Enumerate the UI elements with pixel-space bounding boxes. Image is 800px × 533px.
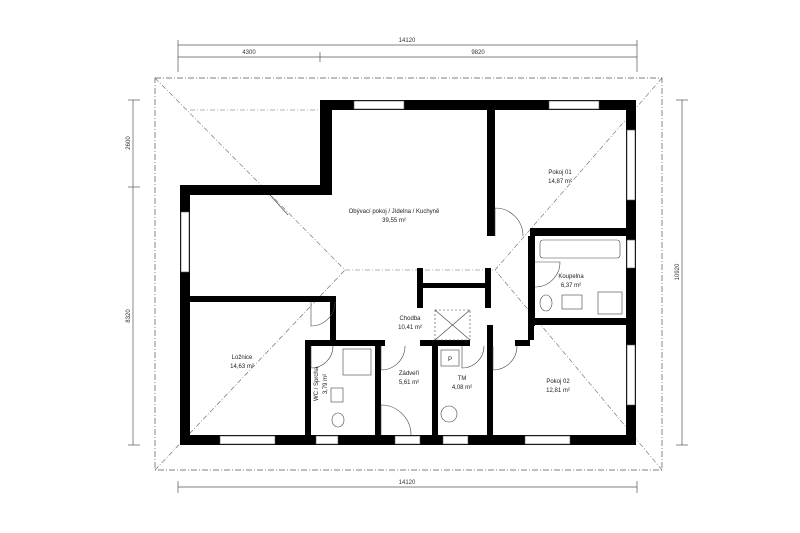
bathtub-icon xyxy=(539,239,621,259)
boiler-label: P xyxy=(448,357,452,363)
dim-top-total: 14120 xyxy=(399,38,416,44)
shower-icon xyxy=(597,291,623,315)
dim-left-bottom: 8320 xyxy=(126,309,132,323)
kitchen-partition xyxy=(417,268,491,308)
room-name-zadveri: Zádveří xyxy=(399,371,420,377)
attic-hatch-icon xyxy=(434,309,471,341)
dim-left-top: 2600 xyxy=(126,136,132,150)
room-area-koupelna: 6,37 m² xyxy=(561,283,581,289)
room-name-pokoj02: Pokoj 02 xyxy=(546,379,570,385)
room-area-wc: 3,79 m² xyxy=(323,374,329,394)
dim-top-right: 9820 xyxy=(471,50,485,56)
tm-toilet-icon xyxy=(440,405,458,423)
shower-tray-icon xyxy=(342,348,372,376)
dim-top-left: 4300 xyxy=(242,50,256,56)
roof-outline xyxy=(154,77,663,471)
room-name-pokoj01: Pokoj 01 xyxy=(548,170,572,176)
sink-icon xyxy=(561,294,583,310)
room-area-pokoj02: 12,81 m² xyxy=(546,388,570,394)
dimension-lines xyxy=(128,40,688,493)
room-name-loznice: Ložnice xyxy=(232,355,253,361)
room-name-wc: WC / Sprcha xyxy=(314,366,320,401)
room-name-chodba: Chodba xyxy=(399,316,421,322)
dim-right-total: 10920 xyxy=(675,263,681,280)
room-area-chodba: 10,41 m² xyxy=(398,325,422,331)
dim-bottom-total: 14120 xyxy=(399,480,416,486)
room-name-tm: TM xyxy=(458,376,467,382)
doors xyxy=(269,194,561,436)
windows xyxy=(180,100,636,445)
room-labels: Obývací pokoj / Jídelna / Kuchyně 39,55 … xyxy=(230,170,584,401)
toilet-icon xyxy=(539,294,553,312)
room-name-koupelna: Koupelna xyxy=(558,274,584,280)
room-area-zadveri: 5,61 m² xyxy=(399,380,419,386)
room-area-tm: 4,08 m² xyxy=(452,385,472,391)
room-area-living: 39,55 m² xyxy=(382,218,406,224)
fixtures xyxy=(330,239,623,428)
wc-sink-icon xyxy=(330,387,344,403)
boiler-icon xyxy=(440,349,460,367)
room-area-loznice: 14,63 m² xyxy=(230,364,254,370)
room-name-living: Obývací pokoj / Jídelna / Kuchyně xyxy=(349,209,440,215)
room-area-pokoj01: 14,87 m² xyxy=(548,179,572,185)
wc-toilet-icon xyxy=(331,412,345,428)
